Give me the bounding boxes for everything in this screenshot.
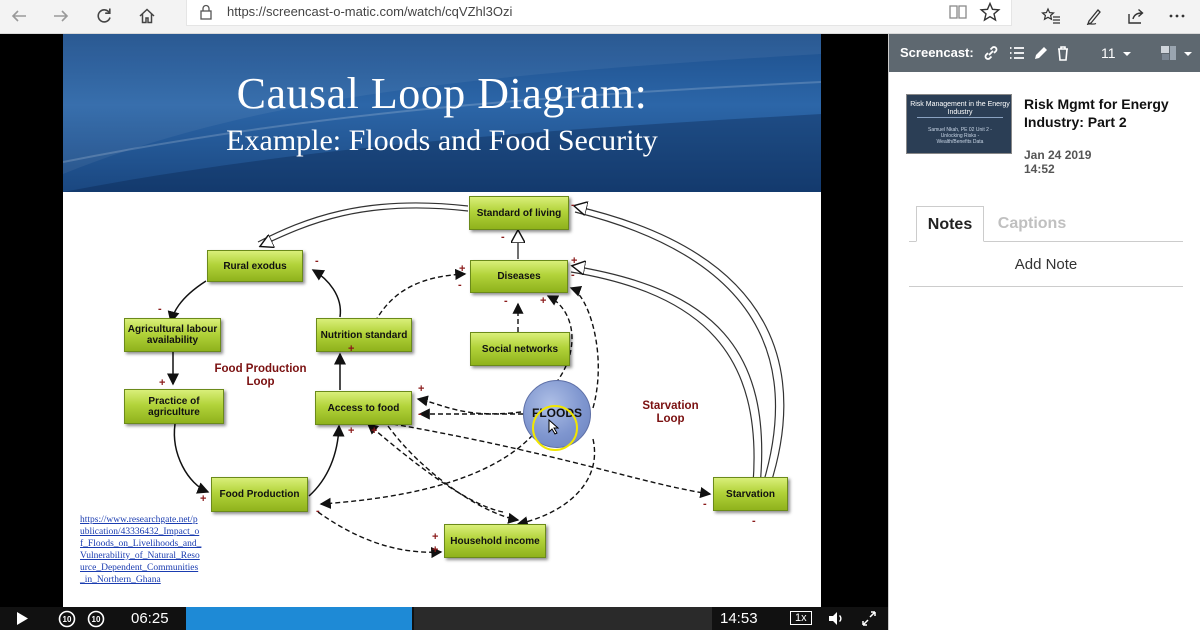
reading-view-icon[interactable]: [947, 2, 969, 22]
progress-played[interactable]: [186, 607, 412, 630]
thumbnail-rule: [917, 117, 1003, 118]
address-bar[interactable]: https://screencast-o-matic.com/watch/cqV…: [186, 0, 1012, 26]
polarity-sign: -: [316, 505, 320, 517]
polarity-sign: -: [158, 303, 162, 315]
volume-icon[interactable]: [826, 607, 846, 630]
polarity-sign: +: [432, 544, 439, 556]
progress-remaining[interactable]: [414, 607, 712, 630]
video-count[interactable]: 11: [1101, 45, 1116, 61]
polarity-sign: +: [348, 343, 355, 355]
pen-icon[interactable]: [1079, 2, 1109, 30]
cursor-highlight: [532, 405, 578, 451]
video-date-day: Jan 24 2019: [1024, 148, 1092, 162]
video-date: Jan 24 2019 14:52: [1024, 148, 1091, 176]
video-title[interactable]: Risk Mgmt for Energy Industry: Part 2: [1024, 96, 1169, 130]
favorites-list-icon[interactable]: [1036, 2, 1066, 30]
count-dropdown-icon[interactable]: [1122, 44, 1132, 62]
node-food-production: Food Production: [211, 477, 308, 512]
polarity-sign: +: [418, 383, 425, 395]
slide-title: Causal Loop Diagram:: [236, 69, 648, 118]
video-date-time: 14:52: [1024, 162, 1055, 176]
forward-icon[interactable]: [46, 2, 76, 30]
refresh-icon[interactable]: [89, 2, 119, 30]
polarity-sign: -: [571, 199, 575, 211]
thumbnail-title: Risk Management in the Energy Industry: [910, 101, 1010, 116]
trash-icon[interactable]: [1054, 44, 1072, 62]
polarity-sign: -: [458, 279, 462, 291]
chapters-list-icon[interactable]: [1008, 44, 1026, 62]
node-practice-of-agriculture: Practice of agriculture: [124, 389, 224, 424]
polarity-sign: -: [703, 498, 707, 510]
node-household-income: Household income: [444, 524, 546, 558]
tab-captions[interactable]: Captions: [997, 215, 1067, 232]
node-agricultural-labour: Agricultural labour availability: [124, 318, 221, 352]
polarity-sign: +: [432, 531, 439, 543]
polarity-sign: +: [540, 295, 547, 307]
total-time: 14:53: [720, 610, 758, 627]
browser-toolbar: https://screencast-o-matic.com/watch/cqV…: [0, 0, 1200, 34]
player-controls: 10 10 06:25 14:53 1x: [0, 607, 888, 630]
panel-header: Screencast: 11: [889, 34, 1200, 72]
polarity-sign: -: [418, 408, 422, 420]
slide: Causal Loop Diagram: Example: Floods and…: [63, 34, 821, 607]
tab-notes[interactable]: Notes: [916, 206, 984, 242]
lock-icon: [200, 4, 212, 20]
panel-tabs: Notes Captions: [909, 206, 1183, 242]
polarity-sign: +: [571, 255, 578, 267]
svg-text:10: 10: [92, 615, 101, 624]
link-icon[interactable]: [982, 44, 1000, 62]
speed-label: 1x: [790, 611, 812, 625]
polarity-sign: +: [348, 425, 355, 437]
polarity-sign: -: [752, 515, 756, 527]
slide-subtitle: Example: Floods and Food Security: [226, 124, 658, 157]
node-diseases: Diseases: [470, 260, 568, 293]
panel-divider: [909, 286, 1183, 287]
brand-label: Screencast:: [900, 45, 974, 60]
thumbnail-subtitle: Samuel Nkah, PE 02 Unit 2 - Unlocking Ri…: [928, 127, 992, 145]
slide-header-swoosh: [63, 34, 821, 192]
reference-link[interactable]: https://www.researchgate.net/publication…: [80, 515, 202, 585]
video-thumbnail[interactable]: Risk Management in the Energy Industry S…: [906, 94, 1012, 154]
node-nutrition-standard: Nutrition standard: [316, 318, 412, 352]
speed-button[interactable]: 1x: [790, 607, 812, 630]
node-social-networks: Social networks: [470, 332, 570, 366]
fullscreen-icon[interactable]: [860, 607, 878, 630]
add-note-button[interactable]: Add Note: [1014, 256, 1078, 273]
share-icon[interactable]: [1121, 2, 1151, 30]
play-icon[interactable]: [14, 607, 30, 630]
svg-text:10: 10: [63, 615, 72, 624]
video-player[interactable]: Causal Loop Diagram: Example: Floods and…: [0, 34, 888, 607]
url-text[interactable]: https://screencast-o-matic.com/watch/cqV…: [227, 4, 513, 19]
current-time: 06:25: [131, 610, 169, 627]
forward-10-icon[interactable]: 10: [85, 607, 107, 630]
polarity-sign: +: [371, 425, 378, 437]
node-standard-of-living: Standard of living: [469, 196, 569, 230]
rewind-10-icon[interactable]: 10: [56, 607, 78, 630]
polarity-sign: -: [501, 231, 505, 243]
mouse-cursor-icon: [548, 419, 560, 435]
polarity-sign: -: [571, 269, 575, 281]
side-panel: Screencast: 11 Risk Management in the En…: [888, 34, 1200, 630]
home-icon[interactable]: [132, 2, 162, 30]
node-rural-exodus: Rural exodus: [207, 250, 303, 282]
node-starvation: Starvation: [713, 477, 788, 511]
polarity-sign: -: [504, 295, 508, 307]
slide-header: Causal Loop Diagram: Example: Floods and…: [63, 34, 821, 192]
edit-pencil-icon[interactable]: [1032, 44, 1050, 62]
food-production-loop-label: Food Production Loop: [214, 363, 307, 388]
favorite-star-icon[interactable]: [979, 1, 1001, 23]
node-access-to-food: Access to food: [315, 391, 412, 425]
polarity-sign: -: [315, 255, 319, 267]
starvation-loop-label: Starvation Loop: [642, 400, 699, 425]
user-avatar-icon[interactable]: [1160, 44, 1182, 62]
polarity-sign: +: [459, 263, 466, 275]
polarity-sign: +: [159, 377, 166, 389]
more-icon[interactable]: [1162, 2, 1192, 30]
user-dropdown-icon[interactable]: [1183, 44, 1193, 62]
causal-loop-arrows: [167, 34, 785, 559]
back-icon[interactable]: [4, 2, 34, 30]
polarity-sign: +: [200, 493, 207, 505]
